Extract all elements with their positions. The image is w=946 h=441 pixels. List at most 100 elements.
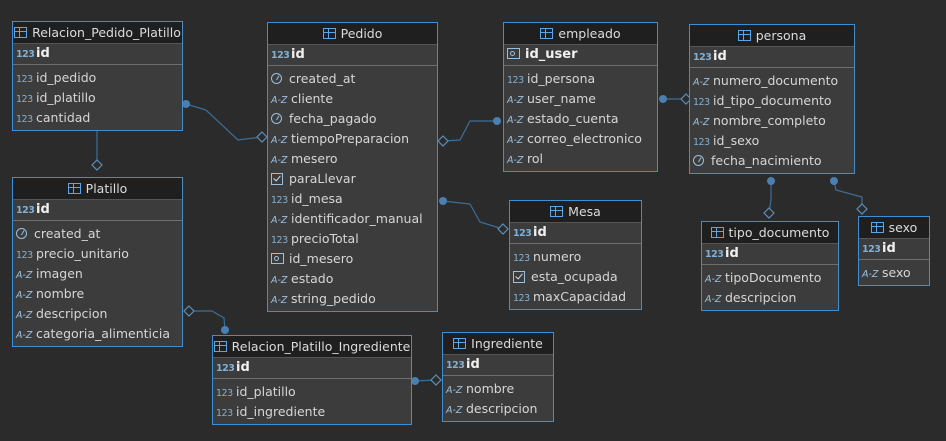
relationship-endpoint-diamond (430, 374, 442, 386)
relationship-line (185, 103, 263, 141)
numeric-type-icon: 123 (513, 228, 532, 239)
column-label: maxCapacidad (533, 289, 627, 304)
column-row[interactable]: paraLlevar (268, 169, 437, 189)
text-type-icon: A-Z (507, 135, 524, 146)
numeric-type-icon: 123 (271, 235, 288, 246)
column-label: id (533, 225, 547, 240)
column-row[interactable]: fecha_nacimiento (690, 151, 854, 171)
table-icon (453, 338, 467, 349)
table-icon (870, 222, 884, 233)
table-name: Pedido (340, 26, 383, 41)
table-header[interactable]: Relacion_Platillo_Ingrediente (213, 336, 411, 358)
column-label: id_platillo (36, 90, 96, 105)
relationship-line (768, 181, 772, 214)
primary-key-column[interactable]: id_user (504, 45, 657, 66)
text-type-icon: A-Z (862, 269, 879, 280)
table-header[interactable]: Platillo (13, 178, 182, 200)
table-header[interactable]: tipo_documento (702, 222, 838, 244)
text-type-icon: A-Z (271, 95, 288, 106)
text-type-icon: A-Z (446, 385, 463, 396)
column-label: string_pedido (291, 291, 376, 306)
relationship-line (833, 180, 863, 209)
column-label: imagen (36, 266, 83, 281)
column-row[interactable]: fecha_pagado (268, 109, 437, 129)
table-name: Mesa (568, 204, 601, 219)
table-header[interactable]: sexo (859, 217, 929, 239)
column-label: id (466, 357, 480, 372)
relationship-line (189, 310, 226, 331)
table-header[interactable]: Mesa (510, 201, 641, 223)
key-icon (507, 48, 520, 59)
table-header[interactable]: persona (690, 25, 854, 47)
checkbox-icon (271, 173, 283, 185)
table-header[interactable]: Ingrediente (443, 333, 553, 355)
column-label: esta_ocupada (531, 269, 618, 284)
column-row[interactable]: id_mesero (268, 249, 437, 269)
column-row[interactable]: esta_ocupada (510, 267, 641, 287)
relationship-endpoint-dot (411, 377, 419, 385)
column-label: descripcion (725, 290, 797, 305)
column-row[interactable]: created_at (13, 224, 182, 244)
table-header[interactable]: Relacion_Pedido_Platillo (13, 22, 182, 44)
relationship-endpoint-dot (439, 197, 447, 205)
table-name: tipo_documento (728, 225, 830, 240)
column-label: estado_cuenta (527, 111, 619, 126)
table-header[interactable]: empleado (504, 23, 657, 45)
table-header[interactable]: Pedido (268, 23, 437, 45)
column-row[interactable]: created_at (268, 69, 437, 89)
